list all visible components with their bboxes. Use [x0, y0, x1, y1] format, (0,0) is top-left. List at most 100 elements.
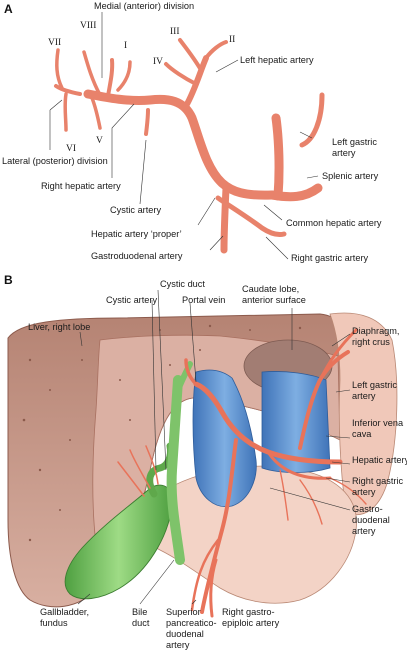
segment-i-vessel [116, 60, 132, 92]
segment-iii-vessel [178, 38, 203, 72]
segment-viii-label: VIII [80, 21, 96, 31]
bile-duct-leader [139, 559, 175, 605]
right-gastric-leader [265, 236, 289, 260]
lateral-division-vessel [54, 84, 82, 96]
gastroduodenal-label: Gastroduodenal artery [91, 251, 183, 261]
hepatic-artery-b [193, 381, 343, 465]
right-gastric-artery-vessel [215, 195, 287, 237]
segment-viii-vessel [82, 50, 102, 97]
panel-b-arteries [117, 328, 367, 618]
gallbladder-arterioles [117, 445, 159, 497]
hepatic-artery-b-leader [331, 461, 351, 465]
left-gastric-artery-vessel [271, 113, 284, 201]
gastric-arterioles [279, 469, 367, 525]
gallbladder-leader [77, 593, 91, 605]
right-gastric-b [266, 450, 332, 480]
cystic-artery-b-label: Cystic artery [106, 295, 157, 305]
cystic-duct-label: Cystic duct [160, 279, 205, 289]
gastroduodenal-b-leader [269, 487, 351, 511]
diaphragm-label-line2: right crus [352, 337, 390, 347]
ivc-label-line1: Inferior vena [352, 418, 404, 428]
hepatic-arterial-tree [54, 38, 325, 254]
left-hepatic-artery-vessel [183, 55, 209, 109]
right-gastroepiploic-label-line1: Right gastro- [222, 607, 275, 617]
left-gastric-label-line2: artery [332, 148, 356, 158]
caudate-lobe-label-line2: anterior surface [242, 295, 306, 305]
bile-duct-label-line2: duct [132, 618, 150, 628]
cystic-artery-label: Cystic artery [110, 205, 161, 215]
segment-numerals: I II III IV V VI VII VIII [48, 21, 235, 154]
segment-iv-label: IV [153, 57, 163, 67]
lateral-division-label: Lateral (posterior) division [2, 156, 108, 166]
panel-b: B [4, 273, 407, 650]
common-hepatic-leader [263, 204, 283, 221]
diaphragm-tissue [329, 312, 398, 516]
left-gastric-b-leader [335, 389, 351, 393]
segment-v-vessel [90, 96, 102, 130]
gastroduodenal-b-label-line3: artery [352, 526, 376, 536]
right-gastric-b-label-line2: artery [352, 487, 376, 497]
cystic-artery-b [184, 358, 198, 386]
bile-duct-label-line1: Bile [132, 607, 147, 617]
right-hepatic-leader [111, 103, 135, 178]
gallbladder-label-line1: Gallbladder, [40, 607, 89, 617]
segment-iii-label: III [170, 27, 180, 37]
common-hepatic-label: Common hepatic artery [286, 218, 382, 228]
hepatic-artery-b-label: Hepatic artery [352, 455, 407, 465]
right-gastroepiploic-b [209, 558, 218, 618]
liver-lobe-leader [79, 331, 83, 347]
segment-i-label: I [124, 41, 127, 51]
left-gastric-label-line1: Left gastric [332, 137, 377, 147]
cystic-duct-b-leader [157, 289, 167, 471]
sup-pancreatico-label-line1: Superior [166, 607, 201, 617]
ivc-leader [325, 435, 351, 439]
ivc-label-line2: cava [352, 429, 372, 439]
panel-b-letter: B [4, 273, 13, 287]
panel-a-leaders [49, 12, 319, 260]
portal-vein-label: Portal vein [182, 295, 225, 305]
lateral-division-leader [49, 99, 63, 150]
gastroduodenal-leader [209, 235, 224, 251]
common-hepatic-duct [166, 375, 185, 565]
common-hepatic-artery-vessel [83, 89, 277, 200]
panel-a: A [2, 1, 382, 263]
left-hepatic-label: Left hepatic artery [240, 55, 314, 65]
portal-vein-leader [189, 302, 197, 383]
sup-pancreaticoduodenal-b [190, 538, 220, 612]
left-gastric-b-label-line2: artery [352, 391, 376, 401]
segment-vii-label: VII [48, 38, 61, 48]
left-gastric-leader [299, 131, 313, 139]
cystic-artery-b-leader [151, 299, 157, 471]
left-gastric-b-label-line1: Left gastric [352, 380, 397, 390]
panel-b-leaders [77, 289, 351, 605]
portal-vein [192, 369, 257, 508]
right-hepatic-label: Right hepatic artery [41, 181, 121, 191]
segment-v-label: V [96, 136, 103, 146]
sup-pancreatico-label-line2: pancreatico- [166, 618, 217, 628]
segment-ii-vessel [204, 40, 228, 60]
cystic-artery-leader [139, 139, 147, 205]
caudate-lobe-label-line1: Caudate lobe, [242, 284, 299, 294]
medial-division-label: Medial (anterior) division [94, 1, 194, 11]
left-gastric-branch-vessel [299, 92, 325, 148]
gallbladder-label-line2: fundus [40, 618, 68, 628]
panel-a-letter: A [4, 2, 13, 16]
diaphragm-crus-artery [318, 328, 358, 382]
gastroduodenal-b-label-line1: Gastro- [352, 504, 383, 514]
segment-ii-label: II [229, 35, 235, 45]
splenic-leader [306, 175, 319, 179]
sup-pancreatico-label-line4: artery [166, 640, 190, 650]
hepatic-proper-leader [197, 197, 216, 226]
gastroduodenal-b-label-line2: duodenal [352, 515, 390, 525]
sup-pancreatico-leader [191, 599, 197, 605]
liver-right-lobe-label: Liver, right lobe [28, 322, 90, 332]
segment-vii-vessel [55, 48, 64, 90]
cystic-artery-vessel [144, 108, 150, 136]
medial-division-vessel [106, 58, 115, 98]
right-gastric-b-leader [325, 477, 351, 483]
segment-vi-label: VI [66, 144, 76, 154]
segment-iv-vessel [164, 62, 198, 86]
right-gastroepiploic-label-line2: epiploic artery [222, 618, 280, 628]
diaphragm-label-line1: Diaphragm, [352, 326, 400, 336]
